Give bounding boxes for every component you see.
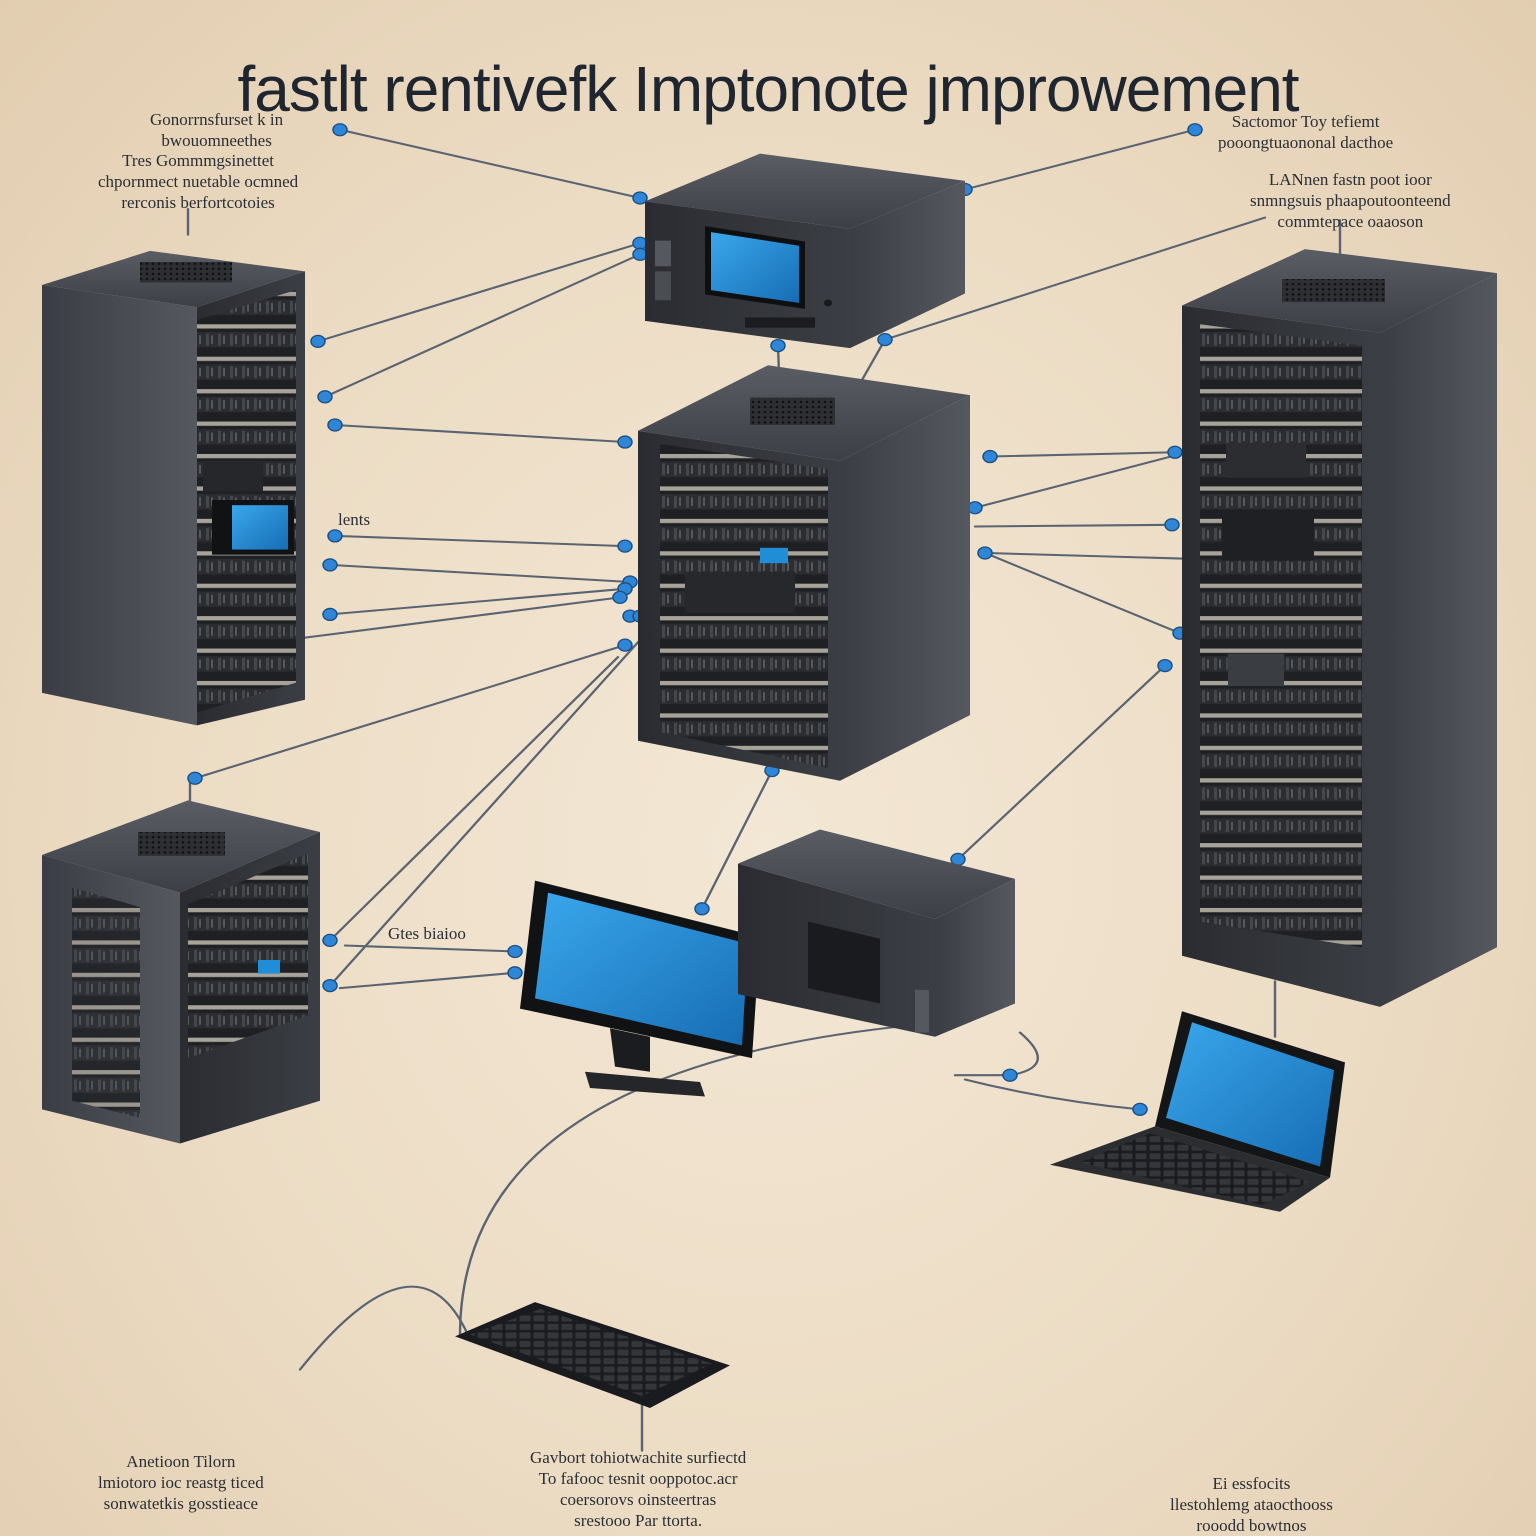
- label-top-left-a: Gonorrnsfurset k in bwouomneethes: [150, 109, 283, 151]
- connection-node: [982, 449, 998, 464]
- label-line: llestohlemg ataocthooss: [1170, 1495, 1333, 1514]
- label-line: pooongtuaononal dacthoe: [1218, 133, 1394, 152]
- bottom-left-server-tower: [42, 800, 320, 1144]
- label-top-right-b: LANnen fastn poot ioor snmngsuis phaapou…: [1250, 169, 1451, 232]
- label-line: Sactomor Toy tefiemt: [1231, 112, 1380, 131]
- connection-node: [1157, 658, 1173, 673]
- label-line: Tres Gommmgsinettet: [122, 151, 275, 170]
- connection-node: [1132, 1102, 1148, 1116]
- label-line: To fafooc tesnit ooppotoc.acr: [538, 1469, 738, 1488]
- label-line: Anetioon Tilorn: [126, 1452, 236, 1471]
- label-bottom-right: Ei essfocits llestohlemg ataocthooss roo…: [1170, 1473, 1333, 1536]
- connection-node: [612, 590, 628, 604]
- label-line: Gonorrnsfurset k in: [150, 110, 284, 129]
- center-server-rack: [638, 365, 970, 781]
- label-line: LANnen fastn poot ioor: [1268, 170, 1432, 189]
- label-line: sonwatetkis gosstieace: [103, 1494, 259, 1513]
- connection-node: [327, 529, 343, 543]
- label-top-left-b: Tres Gommmgsinettet chpornmect nuetable …: [98, 150, 298, 213]
- connection-node: [507, 966, 523, 980]
- connection-node: [617, 539, 633, 553]
- label-mid-bottom: Gtes biaioo: [388, 924, 466, 943]
- label-mid-left: lents: [338, 510, 371, 529]
- top-monitor-device: [645, 153, 965, 349]
- connection-node: [322, 978, 338, 993]
- label-line: rooodd bowtnos: [1196, 1516, 1307, 1535]
- connection-node: [322, 607, 338, 622]
- connection-node: [977, 546, 993, 560]
- connection-node: [1002, 1068, 1018, 1082]
- connection-node: [327, 418, 343, 432]
- desktop-pc-tower: [738, 829, 1015, 1037]
- label-line: srestooo Par ttorta.: [574, 1511, 703, 1530]
- connection-node: [632, 247, 648, 261]
- label-line: lmiotoro ioc reastg ticed: [98, 1473, 264, 1492]
- connection-node: [322, 558, 338, 572]
- label-line: coersorovs oinsteertras: [559, 1490, 717, 1509]
- connection-node: [322, 933, 338, 947]
- connection-node: [1164, 518, 1180, 532]
- connection-node: [617, 435, 633, 449]
- label-line: commtepace oaaoson: [1277, 212, 1424, 231]
- connection-node: [877, 333, 893, 347]
- connection-node: [310, 334, 326, 348]
- label-line: snmngsuis phaapoutoonteend: [1250, 191, 1451, 210]
- connection-node: [332, 123, 348, 137]
- left-server-rack: [42, 250, 305, 726]
- label-line: chpornmect nuetable ocmned: [98, 172, 299, 191]
- connection-node: [507, 944, 523, 959]
- keyboard: [455, 1302, 730, 1408]
- label-bottom-left: Anetioon Tilorn lmiotoro ioc reastg tice…: [98, 1451, 264, 1514]
- right-server-rack: [1182, 249, 1497, 1007]
- connection-node: [317, 390, 333, 404]
- label-line: Gavbort tohiotwachite surfiectd: [530, 1448, 747, 1467]
- connection-node: [632, 236, 648, 250]
- page-title: fastlt rentivefk Imptonote jmprowement: [237, 53, 1299, 125]
- connection-node: [632, 191, 648, 205]
- connection-node: [1167, 445, 1183, 459]
- label-line: bwouomneethes: [161, 131, 272, 150]
- connection-node: [694, 902, 710, 916]
- connection-node: [1187, 123, 1203, 137]
- connection-node: [617, 638, 633, 652]
- label-bottom-center: Gavbort tohiotwachite surfiectd To fafoo…: [530, 1447, 746, 1531]
- label-line: Ei essfocits: [1212, 1474, 1291, 1493]
- desktop-monitor: [520, 880, 760, 1097]
- label-top-right-a: Sactomor Toy tefiemt pooongtuaononal dac…: [1218, 111, 1393, 153]
- connection-node: [187, 771, 203, 785]
- connection-node: [967, 501, 983, 515]
- connection-node: [770, 338, 786, 353]
- laptop: [1050, 1011, 1345, 1212]
- label-line: rerconis berfortcotoies: [121, 193, 275, 212]
